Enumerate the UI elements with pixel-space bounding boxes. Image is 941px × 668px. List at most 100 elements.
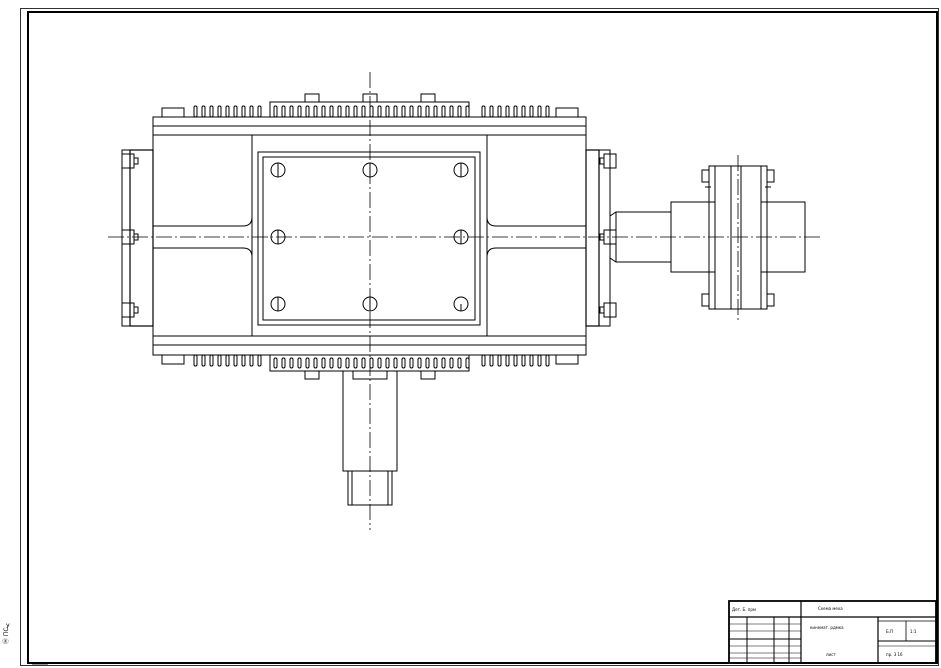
title-block-name: Схема меха [818, 606, 843, 611]
title-block-scale: 1:1 [910, 629, 917, 634]
flange-bolts [121, 153, 617, 318]
cooling-fins-top [193, 105, 550, 118]
cooling-fin [337, 105, 342, 118]
gearbox-body [121, 101, 611, 372]
cooling-fin [377, 105, 382, 118]
cooling-fin [449, 105, 454, 118]
cooling-fin [497, 105, 502, 118]
cooling-fin [513, 105, 518, 118]
cooling-fin [249, 354, 254, 367]
cooling-fin [329, 105, 334, 118]
cooling-fin [217, 354, 222, 367]
title-block-sheets: пр. 3 16 [886, 652, 903, 657]
cooling-fin [249, 105, 254, 118]
cooling-fin [481, 354, 486, 367]
cooling-fin [369, 357, 374, 369]
cooling-fin [193, 105, 198, 118]
cooling-fin [385, 357, 390, 369]
cooling-fin [409, 357, 414, 369]
cooling-fin [417, 105, 422, 118]
cooling-fin [385, 105, 390, 118]
cooling-fin [449, 357, 454, 369]
sheet-outer-border [20, 8, 939, 666]
cooling-fin [441, 105, 446, 118]
cooling-fin [425, 105, 430, 118]
title-block-subtitle: кинемат. рдмка [810, 625, 844, 630]
cooling-fin [457, 357, 462, 369]
sheet-inner-frame [27, 11, 938, 664]
centre-lines [108, 72, 822, 530]
cooling-fin [321, 105, 326, 118]
margin-label: Ⓗ ПС [2, 627, 10, 644]
cooling-fin [233, 105, 238, 118]
cooling-fin [225, 354, 230, 367]
cooling-fin [529, 105, 534, 118]
cooling-fin [281, 357, 286, 369]
cooling-fin [401, 105, 406, 118]
cooling-fin [305, 105, 310, 118]
cooling-fin [545, 105, 550, 118]
cooling-fin [289, 357, 294, 369]
cooling-fin [409, 105, 414, 118]
cooling-fin [393, 105, 398, 118]
cooling-fin [433, 357, 438, 369]
cooling-fin [417, 357, 422, 369]
cooling-fin [401, 357, 406, 369]
cooling-fin [513, 354, 518, 367]
cooling-fin [393, 357, 398, 369]
cooling-fin [465, 357, 470, 369]
cooling-fin [337, 357, 342, 369]
margin-symbol: У [6, 623, 10, 630]
cooling-fin [505, 354, 510, 367]
cooling-fin [345, 357, 350, 369]
cooling-fin [521, 354, 526, 367]
cooling-fin [217, 105, 222, 118]
cooling-fin [465, 105, 470, 118]
cooling-fin [377, 357, 382, 369]
cooling-fin [489, 105, 494, 118]
cooling-fin [321, 357, 326, 369]
cooling-fin [241, 105, 246, 118]
cooling-fin [361, 357, 366, 369]
cooling-fin [273, 105, 278, 118]
title-block-designation: Дет. Б. прм [732, 607, 756, 612]
cooling-fin [489, 354, 494, 367]
cooling-fin [273, 357, 278, 369]
title-block [728, 600, 937, 664]
cooling-fin [305, 357, 310, 369]
cooling-fin [233, 354, 238, 367]
cooling-fin [369, 105, 374, 118]
cooling-fin [441, 357, 446, 369]
output-shaft-coupling [609, 165, 806, 310]
cooling-fin [353, 105, 358, 118]
cooling-fin [297, 105, 302, 118]
cooling-fin [281, 105, 286, 118]
cooling-fin [193, 354, 198, 367]
cooling-fin [537, 354, 542, 367]
cooling-fin [481, 105, 486, 118]
cooling-fin [457, 105, 462, 118]
cooling-fin [257, 354, 262, 367]
cooling-fin [313, 357, 318, 369]
cooling-fin [201, 105, 206, 118]
cooling-fin [257, 105, 262, 118]
cooling-fin [345, 105, 350, 118]
cooling-fin [425, 357, 430, 369]
cooling-fin [505, 105, 510, 118]
cooling-fin [529, 354, 534, 367]
cooling-fin [289, 105, 294, 118]
cooling-fin [353, 357, 358, 369]
cooling-fin [361, 105, 366, 118]
cooling-fin [537, 105, 542, 118]
cooling-fin [497, 354, 502, 367]
cooling-fin [241, 354, 246, 367]
cooling-fin [225, 105, 230, 118]
cooling-fin [545, 354, 550, 367]
cooling-fin [209, 105, 214, 118]
cooling-fin [209, 354, 214, 367]
cooling-fins-bottom [193, 354, 550, 369]
cooling-fin [521, 105, 526, 118]
cooling-fin [433, 105, 438, 118]
cooling-fin [297, 357, 302, 369]
